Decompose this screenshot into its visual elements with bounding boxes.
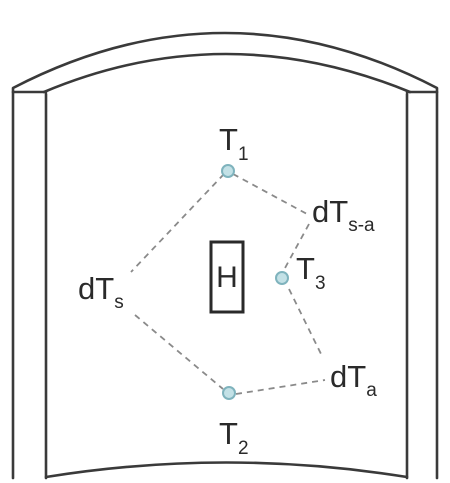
measurement-paths [130, 173, 326, 395]
enclosure-shell [11, 31, 439, 480]
sensor-t1-label: T1 [219, 122, 249, 165]
path-dtsa-t3 [284, 223, 310, 269]
path-t2-dta [235, 379, 326, 395]
path-t1-dts [130, 173, 225, 273]
outer-wall [11, 31, 439, 480]
heater-box [209, 240, 245, 314]
gradient-dtsa-label: dTs-a [312, 194, 375, 236]
sensor-t1-marker [221, 164, 235, 178]
sensor-t2-marker [222, 386, 236, 400]
sensor-t3: T3 [275, 251, 326, 294]
sensor-t1: T1 [219, 122, 249, 178]
gradient-dta-label: dTa [330, 359, 377, 401]
sensor-t3-marker [275, 271, 289, 285]
gradient-dts-label: dTs [78, 271, 124, 313]
sensor-t3-label: T3 [296, 251, 326, 294]
inner-dome [42, 52, 412, 94]
path-dts-t2 [134, 314, 224, 390]
sensor-t2: T2 [219, 386, 249, 459]
path-t3-dta [288, 288, 324, 359]
heater: H [209, 240, 245, 314]
sensor-t2-label: T2 [219, 416, 249, 459]
path-t1-dtsa [232, 173, 308, 215]
floor-arc [44, 461, 409, 479]
heater-label: H [216, 261, 238, 294]
